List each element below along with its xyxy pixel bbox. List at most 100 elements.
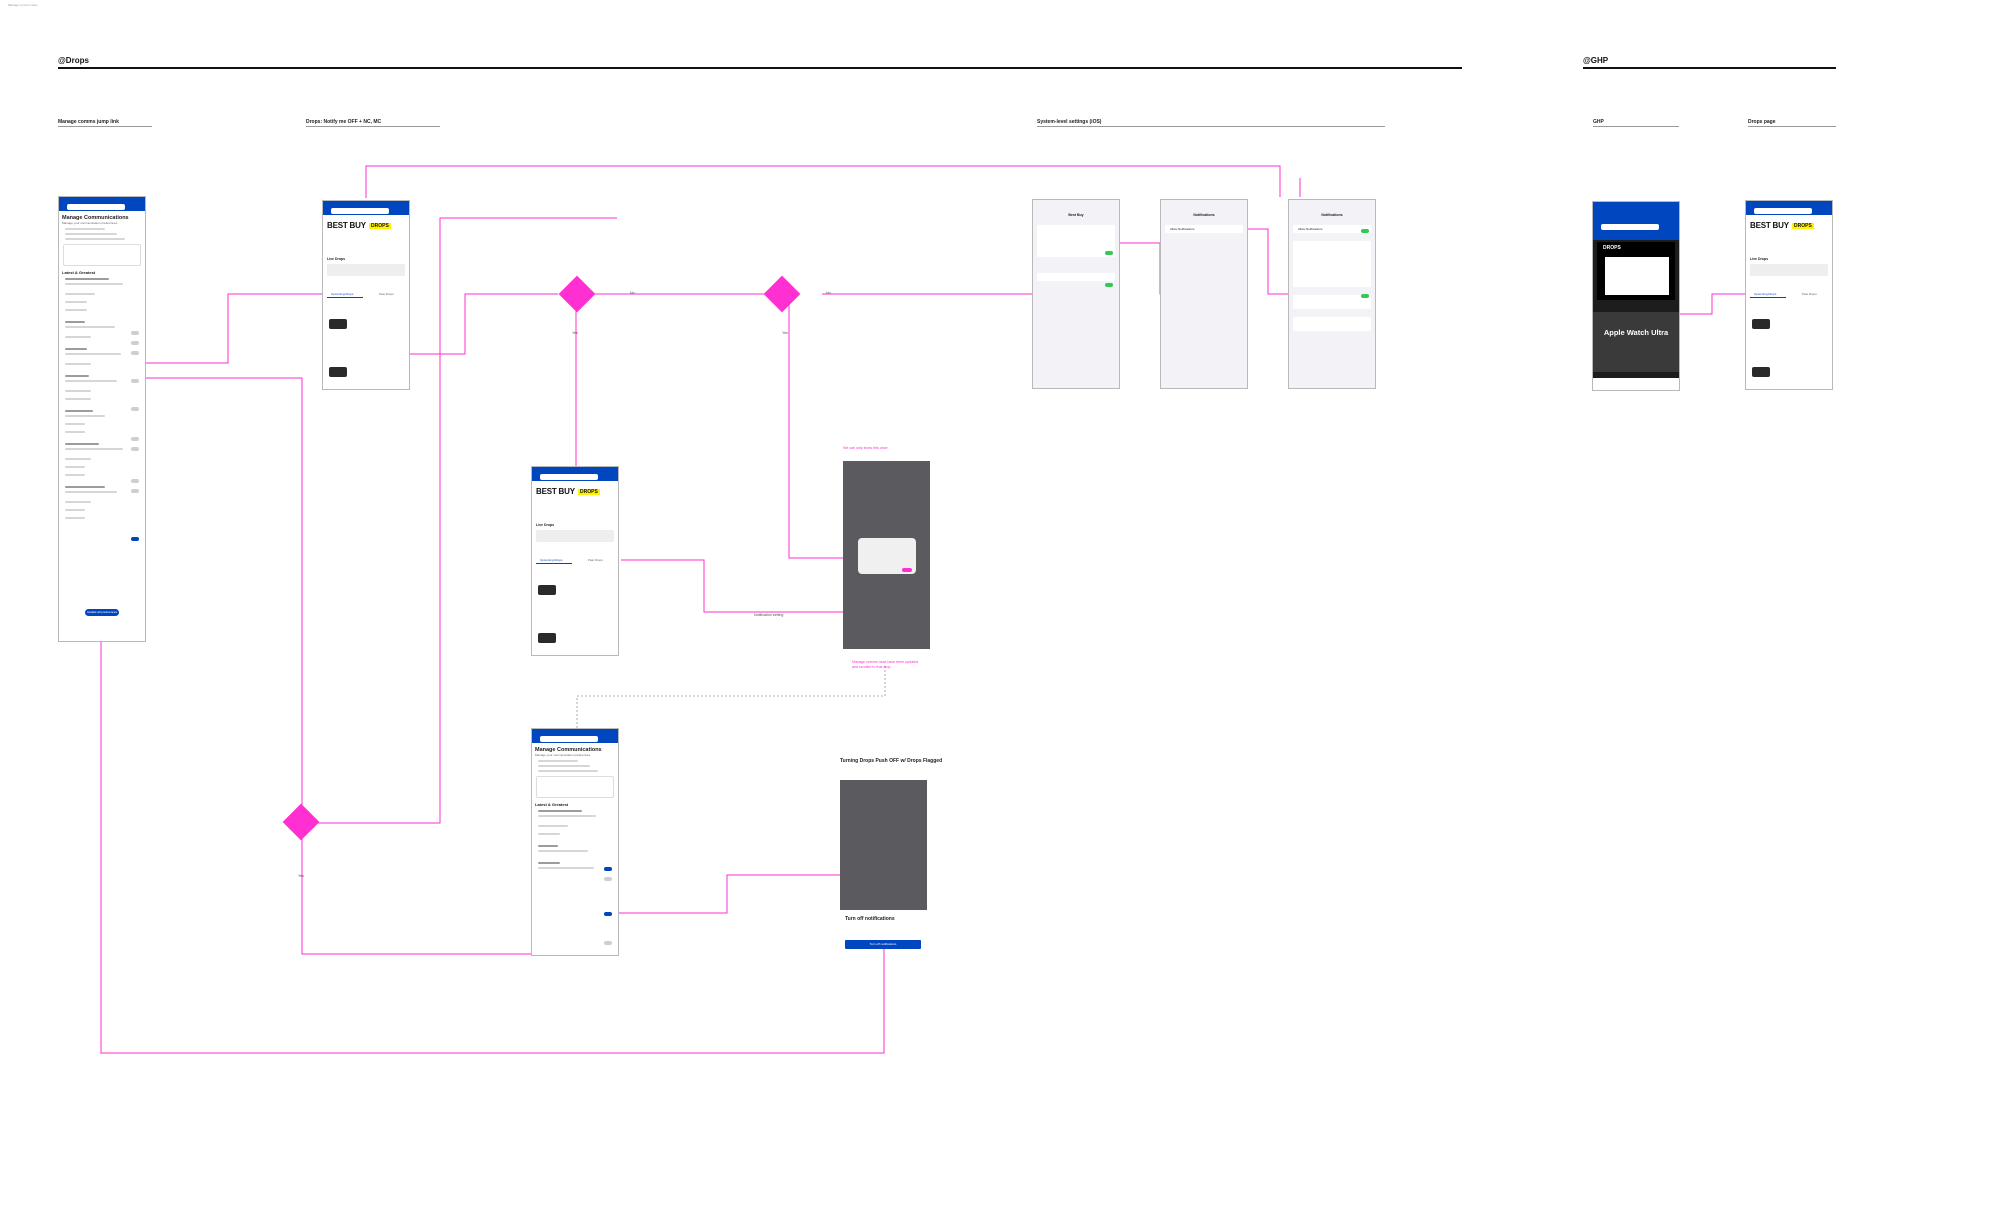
col-rule-drops-page bbox=[1748, 126, 1836, 127]
col-title-turning-off: Turning Drops Push OFF w/ Drops Flagged bbox=[840, 758, 943, 764]
toggle[interactable] bbox=[131, 479, 139, 483]
tab-upcoming[interactable]: Upcoming Drops bbox=[331, 292, 354, 296]
app-header bbox=[532, 467, 618, 481]
page-note: Manage comms notes bbox=[8, 3, 38, 7]
bestbuy-logo: BEST BUY bbox=[536, 487, 575, 496]
toggle[interactable] bbox=[1361, 229, 1369, 233]
info-card bbox=[1750, 264, 1828, 276]
drops-tag: DROPS bbox=[369, 223, 391, 229]
section-title-drops: @Drops bbox=[58, 56, 89, 65]
note-show-once: We can only show this once bbox=[843, 446, 888, 450]
product-image bbox=[329, 319, 347, 329]
phone-ghp: DROPS Apple Watch Ultra bbox=[1592, 201, 1680, 391]
app-header bbox=[1746, 201, 1832, 215]
permission-prompt-screen bbox=[843, 461, 930, 649]
search-input[interactable] bbox=[1601, 224, 1659, 230]
ios-group bbox=[1037, 273, 1115, 281]
tab-underline bbox=[536, 563, 572, 564]
toggle[interactable] bbox=[1105, 251, 1113, 255]
turn-off-button[interactable]: Turn off notifications bbox=[845, 940, 921, 949]
toggle[interactable] bbox=[131, 447, 139, 451]
page-subtitle: Manage your communication preferences bbox=[62, 221, 118, 225]
ios-group bbox=[1293, 317, 1371, 331]
app-header bbox=[323, 201, 409, 215]
col-title-system: System-level settings (iOS) bbox=[1037, 119, 1102, 125]
toggle[interactable] bbox=[1105, 283, 1113, 287]
phone-ios-allow: Notifications Allow Notifications bbox=[1288, 199, 1376, 389]
toggle[interactable] bbox=[131, 379, 139, 383]
section-latest: Latest & Greatest bbox=[62, 270, 96, 275]
toggle[interactable] bbox=[131, 537, 139, 541]
tab-underline bbox=[1750, 297, 1786, 298]
live-drops-label: Live Drops bbox=[536, 523, 555, 527]
label-no-1: No bbox=[630, 291, 635, 295]
tab-upcoming[interactable]: Upcoming Drops bbox=[540, 558, 563, 562]
toggle[interactable] bbox=[604, 877, 612, 881]
bestbuy-logo: BEST BUY bbox=[327, 221, 366, 230]
toggle[interactable] bbox=[131, 407, 139, 411]
search-input[interactable] bbox=[67, 204, 125, 210]
col-rule-drops-notify bbox=[306, 126, 440, 127]
toggle[interactable] bbox=[131, 351, 139, 355]
phone-drops-confirmed: BEST BUY DROPS Live Drops Upcoming Drops… bbox=[531, 466, 619, 656]
ios-title: Notifications bbox=[1321, 213, 1343, 217]
drops-tag: DROPS bbox=[578, 489, 600, 495]
app-header bbox=[532, 729, 618, 743]
col-rule-manage bbox=[58, 126, 152, 127]
search-input[interactable] bbox=[540, 736, 598, 742]
promo-banner: Apple Watch Ultra bbox=[1593, 312, 1679, 372]
toggle[interactable] bbox=[131, 437, 139, 441]
live-drops-label: Live Drops bbox=[327, 257, 346, 261]
app-header bbox=[1593, 202, 1679, 240]
app-notifications-card bbox=[63, 244, 141, 266]
drops-tag: DROPS bbox=[1601, 245, 1623, 251]
ios-row: Allow Notifications bbox=[1165, 225, 1243, 233]
info-card bbox=[536, 530, 614, 542]
allow-label: Allow Notifications bbox=[1170, 227, 1195, 231]
toggle[interactable] bbox=[604, 941, 612, 945]
phone-drops-page: BEST BUY DROPS Live Drops Upcoming Drops… bbox=[1745, 200, 1833, 390]
page-title: Manage Communications bbox=[62, 215, 129, 221]
tab-upcoming[interactable]: Upcoming Drops bbox=[1754, 292, 1777, 296]
phone-drops-notify: BEST BUY DROPS Live Drops Upcoming Drops… bbox=[322, 200, 410, 390]
tab-underline bbox=[327, 297, 363, 298]
section-title-ghp: @GHP bbox=[1583, 56, 1609, 65]
phone-manage-comms-short: Manage Communications Manage your commun… bbox=[531, 728, 619, 956]
search-input[interactable] bbox=[1754, 208, 1812, 214]
section-latest: Latest & Greatest bbox=[535, 802, 569, 807]
alert-allow-button[interactable] bbox=[902, 568, 912, 572]
page-title: Manage Communications bbox=[535, 747, 602, 753]
section-rule-drops bbox=[58, 67, 1462, 69]
app-header bbox=[59, 197, 145, 211]
search-input[interactable] bbox=[540, 474, 598, 480]
page-subtitle: Manage your communication preferences bbox=[535, 753, 591, 757]
label-yes-3: Yes bbox=[298, 874, 304, 878]
toggle[interactable] bbox=[131, 331, 139, 335]
toggle[interactable] bbox=[1361, 294, 1369, 298]
toggle[interactable] bbox=[131, 489, 139, 493]
ios-title: Best Buy bbox=[1068, 213, 1084, 217]
product-image bbox=[329, 367, 347, 377]
label-yes-1: Yes bbox=[572, 331, 578, 335]
tab-past[interactable]: Past Drops bbox=[1802, 292, 1817, 296]
promo-title: Apple Watch Ultra bbox=[1603, 328, 1669, 337]
turn-off-screen bbox=[840, 780, 927, 910]
phone-ios-bestbuy: Best Buy bbox=[1032, 199, 1120, 389]
ios-group bbox=[1037, 225, 1115, 257]
tab-past[interactable]: Past Drops bbox=[588, 558, 603, 562]
update-all-button[interactable]: Update all preferences bbox=[85, 609, 119, 616]
drops-tag: DROPS bbox=[1792, 223, 1814, 229]
tab-past[interactable]: Past Drops bbox=[379, 292, 394, 296]
toggle[interactable] bbox=[604, 912, 612, 916]
product-image bbox=[538, 633, 556, 643]
note-scroll: Manage comms must have been updated and … bbox=[852, 660, 919, 669]
info-card bbox=[327, 264, 405, 276]
product-image bbox=[1752, 319, 1770, 329]
toggle[interactable] bbox=[131, 341, 139, 345]
bestbuy-logo: BEST BUY bbox=[1750, 221, 1789, 230]
drops-product-card bbox=[1605, 257, 1669, 295]
toggle[interactable] bbox=[604, 867, 612, 871]
col-title-manage: Manage comms jump link bbox=[58, 119, 119, 125]
search-input[interactable] bbox=[331, 208, 389, 214]
